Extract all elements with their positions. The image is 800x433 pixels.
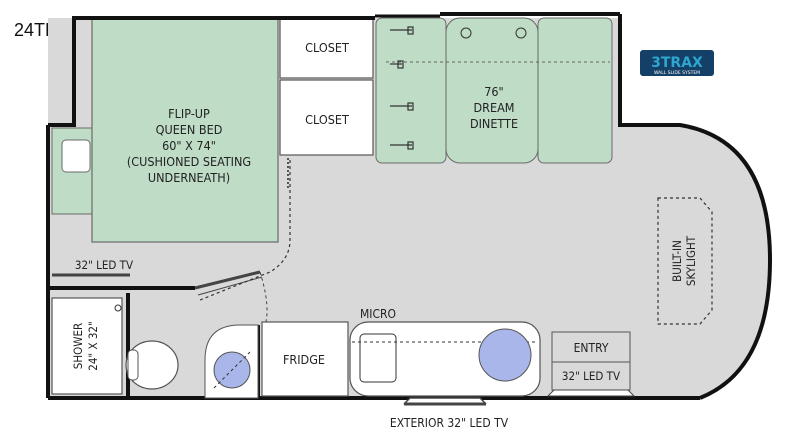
shower (51, 297, 123, 395)
toilet (125, 340, 179, 390)
svg-text:24" X 32": 24" X 32" (86, 321, 100, 371)
svg-text:60" X 74": 60" X 74" (162, 138, 216, 153)
svg-text:DREAM: DREAM (474, 100, 515, 115)
fridge (261, 321, 349, 397)
bedroom-tv-label: 32" LED TV (75, 258, 133, 272)
closet-top (279, 17, 374, 79)
entry-tv-label: 32" LED TV (562, 369, 620, 383)
svg-text:SHOWER: SHOWER (71, 323, 85, 369)
bath-door-swing (257, 271, 268, 339)
svg-text:(CUSHIONED SEATING: (CUSHIONED SEATING (127, 154, 251, 169)
shower-drain (114, 304, 122, 312)
model-name: 24TF (14, 20, 57, 40)
svg-text:SKYLIGHT: SKYLIGHT (684, 235, 698, 286)
logo-subtext: WALL SLIDE SYSTEM (654, 70, 700, 76)
fridge-label: FRIDGE (283, 352, 325, 367)
skylight (657, 197, 713, 325)
shower-label: SHOWER 24" X 32" (71, 321, 100, 371)
seatbelt-marks (390, 26, 414, 150)
entry-label: ENTRY (574, 341, 609, 355)
galley-sink (478, 328, 532, 382)
svg-text:UNDERNEATH): UNDERNEATH) (148, 170, 230, 185)
entry-tv-mark (546, 389, 636, 397)
logo-text: 3TRAX (651, 55, 703, 71)
closet-bottom-label: CLOSET (305, 112, 349, 127)
dinette-bench-left (375, 17, 447, 164)
svg-text:QUEEN BED: QUEEN BED (156, 122, 223, 137)
trax-logo: 3TRAX WALL SLIDE SYSTEM (640, 48, 714, 78)
bath-door (194, 270, 261, 290)
exterior-tv-label: EXTERIOR 32" LED TV (390, 416, 509, 430)
bed (91, 17, 279, 243)
micro-label: MICRO (360, 307, 396, 321)
svg-text:FLIP-UP: FLIP-UP (168, 106, 210, 121)
dinette-cupholder-right (515, 27, 527, 39)
slideout-line (199, 160, 291, 301)
closet-bottom (279, 79, 374, 156)
svg-text:DINETTE: DINETTE (470, 116, 518, 131)
closet-top-label: CLOSET (305, 40, 349, 55)
bed-label: FLIP-UP QUEEN BED 60" X 74" (CUSHIONED S… (127, 106, 251, 185)
dinette-label: 76" DREAM DINETTE (470, 84, 518, 131)
walls (46, 12, 773, 400)
bed-nightstand (61, 139, 91, 173)
dinette-cupholder-left (460, 27, 472, 39)
svg-text:BUILT-IN: BUILT-IN (670, 240, 684, 282)
cooktop (359, 333, 397, 383)
svg-text:76": 76" (484, 84, 503, 99)
dinette-bench-right (537, 17, 613, 164)
skylight-label: BUILT-IN SKYLIGHT (670, 235, 698, 286)
